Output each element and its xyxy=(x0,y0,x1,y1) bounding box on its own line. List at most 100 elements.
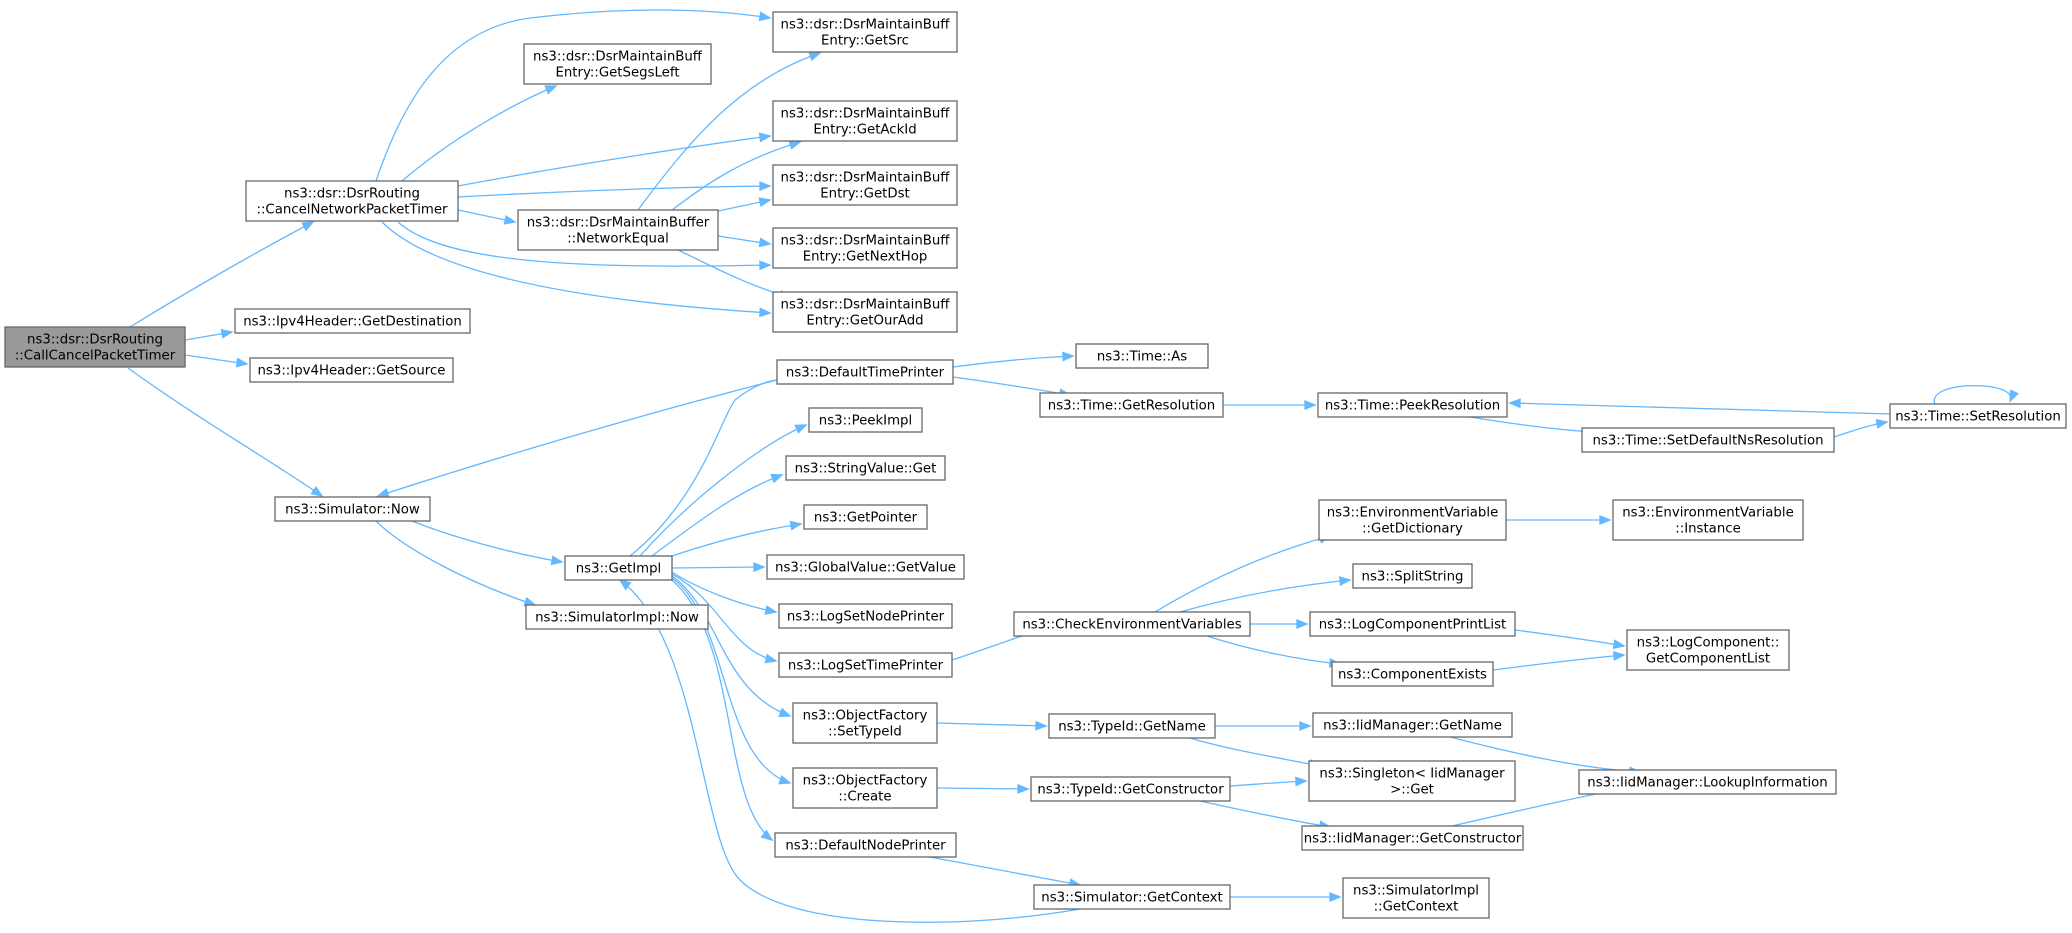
node-label: ns3::dsr::DsrMaintainBuffer xyxy=(527,216,710,231)
node-label: ns3::GetImpl xyxy=(576,562,661,577)
node-logsetnode[interactable]: ns3::LogSetNodePrinter xyxy=(778,603,953,629)
edge-arrowhead xyxy=(758,132,772,143)
node-logsettime[interactable]: ns3::LogSetTimePrinter xyxy=(778,652,953,678)
node-logcomplist[interactable]: ns3::LogComponent::GetComponentList xyxy=(1626,629,1790,671)
edge-deftimeprinter-to-simnow xyxy=(376,379,778,498)
edge-getimpl-to-objcreate xyxy=(671,577,792,785)
edge-cancel-to-getsrc xyxy=(375,9,772,182)
node-logcompprint[interactable]: ns3::LogComponentPrintList xyxy=(1309,611,1516,637)
edge-typeidgetctor-to-iidgetctor xyxy=(1199,800,1332,831)
node-objsettypeid[interactable]: ns3::ObjectFactory::SetTypeId xyxy=(792,702,938,744)
edge-arrowhead xyxy=(764,605,778,615)
edge-envdict-to-envinstance xyxy=(1506,515,1612,525)
node-checkenv[interactable]: ns3::CheckEnvironmentVariables xyxy=(1013,611,1251,637)
node-peekres[interactable]: ns3::Time::PeekResolution xyxy=(1317,392,1508,418)
node-deftimeprinter[interactable]: ns3::DefaultTimePrinter xyxy=(776,359,954,385)
node-envdict[interactable]: ns3::EnvironmentVariable::GetDictionary xyxy=(1318,499,1507,541)
node-box xyxy=(1352,563,1473,589)
edge-arrowhead xyxy=(770,473,784,484)
node-label: ns3::Simulator::Now xyxy=(285,503,420,518)
node-getdest[interactable]: ns3::Ipv4Header::GetDestination xyxy=(234,308,471,334)
edge-line xyxy=(457,135,771,187)
edge-arrowhead xyxy=(808,51,822,62)
edge-line xyxy=(377,379,778,497)
node-strvalget[interactable]: ns3::StringValue::Get xyxy=(785,455,946,481)
node-setres[interactable]: ns3::Time::SetResolution xyxy=(1889,403,2067,429)
node-neteq[interactable]: ns3::dsr::DsrMaintainBuffer::NetworkEqua… xyxy=(517,209,719,251)
edges xyxy=(127,9,2020,923)
edge-arrowhead xyxy=(301,221,315,232)
node-box xyxy=(776,359,954,385)
node-label: ns3::Time::GetResolution xyxy=(1048,399,1215,414)
node-cancel[interactable]: ns3::dsr::DsrRouting::CancelNetworkPacke… xyxy=(245,180,459,222)
node-label: ns3::Singleton< IidManager xyxy=(1319,767,1505,782)
edge-neteq-to-getsrc xyxy=(637,51,822,211)
node-label: ns3::Time::PeekResolution xyxy=(1325,399,1500,414)
node-iidgetname[interactable]: ns3::IidManager::GetName xyxy=(1312,712,1513,738)
node-defnodeprinter[interactable]: ns3::DefaultNodePrinter xyxy=(774,832,957,858)
edge-line xyxy=(629,378,791,557)
node-timegetres[interactable]: ns3::Time::GetResolution xyxy=(1039,392,1224,418)
node-label: ns3::dsr::DsrMaintainBuff xyxy=(533,50,703,65)
edge-arrowhead xyxy=(503,214,517,225)
edge-arrowhead xyxy=(778,707,792,717)
edge-arrowhead xyxy=(310,485,324,497)
edge-line xyxy=(375,520,536,606)
node-envinstance[interactable]: ns3::EnvironmentVariable::Instance xyxy=(1612,499,1804,541)
node-box xyxy=(517,209,719,251)
node-globalget[interactable]: ns3::GlobalValue::GetValue xyxy=(766,554,965,580)
node-box xyxy=(1318,499,1507,541)
edge-getimpl-to-getpointer xyxy=(671,520,803,557)
node-simgetctx[interactable]: ns3::Simulator::GetContext xyxy=(1033,884,1231,910)
node-splitstring[interactable]: ns3::SplitString xyxy=(1352,563,1473,589)
edge-line xyxy=(127,367,323,497)
edge-arrowhead xyxy=(794,424,808,434)
node-label: GetComponentList xyxy=(1646,652,1770,667)
node-box xyxy=(792,767,938,809)
node-singleton[interactable]: ns3::Singleton< IidManager>::Get xyxy=(1308,760,1516,802)
node-label: Entry::GetNextHop xyxy=(803,250,928,265)
node-getouradd[interactable]: ns3::dsr::DsrMaintainBuffEntry::GetOurAd… xyxy=(772,291,958,333)
node-getimpl[interactable]: ns3::GetImpl xyxy=(564,555,673,581)
node-label: ::CancelNetworkPacketTimer xyxy=(256,203,448,218)
node-segsleft[interactable]: ns3::dsr::DsrMaintainBuffEntry::GetSegsL… xyxy=(523,43,712,85)
node-typeidgetctor[interactable]: ns3::TypeId::GetConstructor xyxy=(1030,776,1231,802)
node-iidlookup[interactable]: ns3::IidManager::LookupInformation xyxy=(1578,769,1837,795)
node-compexists[interactable]: ns3::ComponentExists xyxy=(1331,661,1494,687)
edge-line xyxy=(936,722,1047,727)
edge-line xyxy=(671,575,791,717)
node-timeas[interactable]: ns3::Time::As xyxy=(1075,343,1209,369)
node-simimplctx[interactable]: ns3::SimulatorImpl::GetContext xyxy=(1342,877,1490,919)
node-objcreate[interactable]: ns3::ObjectFactory::Create xyxy=(792,767,938,809)
node-simnow[interactable]: ns3::Simulator::Now xyxy=(274,496,431,522)
edge-line xyxy=(1154,535,1331,613)
node-root: ns3::dsr::DsrRouting::CallCancelPacketTi… xyxy=(4,326,186,368)
node-setdefns[interactable]: ns3::Time::SetDefaultNsResolution xyxy=(1581,427,1835,453)
edge-arrowhead xyxy=(235,357,249,368)
node-box xyxy=(234,308,471,334)
node-label: ns3::Ipv4Header::GetDestination xyxy=(243,315,462,330)
node-simimplnow[interactable]: ns3::SimulatorImpl::Now xyxy=(525,604,709,630)
edge-line xyxy=(411,520,563,563)
node-label: ns3::EnvironmentVariable xyxy=(1327,506,1499,521)
node-box xyxy=(772,227,958,269)
node-peekimpl[interactable]: ns3::PeekImpl xyxy=(808,407,923,433)
edge-line xyxy=(671,571,777,613)
edge-line xyxy=(1514,629,1625,647)
node-label: Entry::GetSrc xyxy=(821,34,909,49)
node-getpointer[interactable]: ns3::GetPointer xyxy=(803,504,928,530)
edge-arrowhead xyxy=(1875,418,1889,429)
edge-arrowhead xyxy=(758,11,772,22)
node-getsource[interactable]: ns3::Ipv4Header::GetSource xyxy=(249,357,454,383)
node-label: ::NetworkEqual xyxy=(567,232,669,247)
node-getnexthop[interactable]: ns3::dsr::DsrMaintainBuffEntry::GetNextH… xyxy=(772,227,958,269)
node-label: ::Instance xyxy=(1675,522,1741,537)
node-label: >::Get xyxy=(1390,783,1434,798)
node-box xyxy=(808,407,923,433)
node-iidgetctor[interactable]: ns3::IidManager::GetConstructor xyxy=(1301,825,1524,851)
node-typeidgetname[interactable]: ns3::TypeId::GetName xyxy=(1048,713,1216,739)
node-label: ::SetTypeId xyxy=(828,725,902,740)
